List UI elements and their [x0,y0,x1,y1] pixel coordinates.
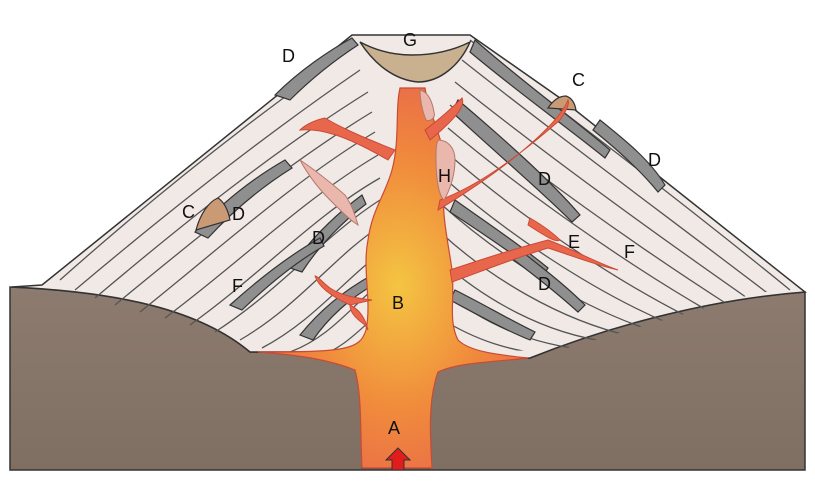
label-d-top: D [282,46,295,66]
label-h: H [438,166,451,186]
label-g: G [403,30,417,50]
label-b: B [392,293,404,313]
label-c-right: C [572,70,585,90]
label-c-left: C [182,202,195,222]
label-d-lower-right: D [538,274,551,294]
magma-rise-arrow [384,447,412,471]
dykes [298,97,619,331]
parasitic-cone-left [195,197,231,231]
label-d-left: D [232,204,245,224]
label-d-mid-left: D [312,228,325,248]
label-d-right: D [648,150,661,170]
label-f-left: F [232,276,243,296]
crater [359,40,472,83]
label-e: E [568,232,580,252]
parasitic-cone-right [546,95,577,111]
label-f-right: F [624,242,635,262]
intrusions [299,89,456,227]
label-d-mid-right: D [538,169,551,189]
label-a: A [388,418,400,438]
